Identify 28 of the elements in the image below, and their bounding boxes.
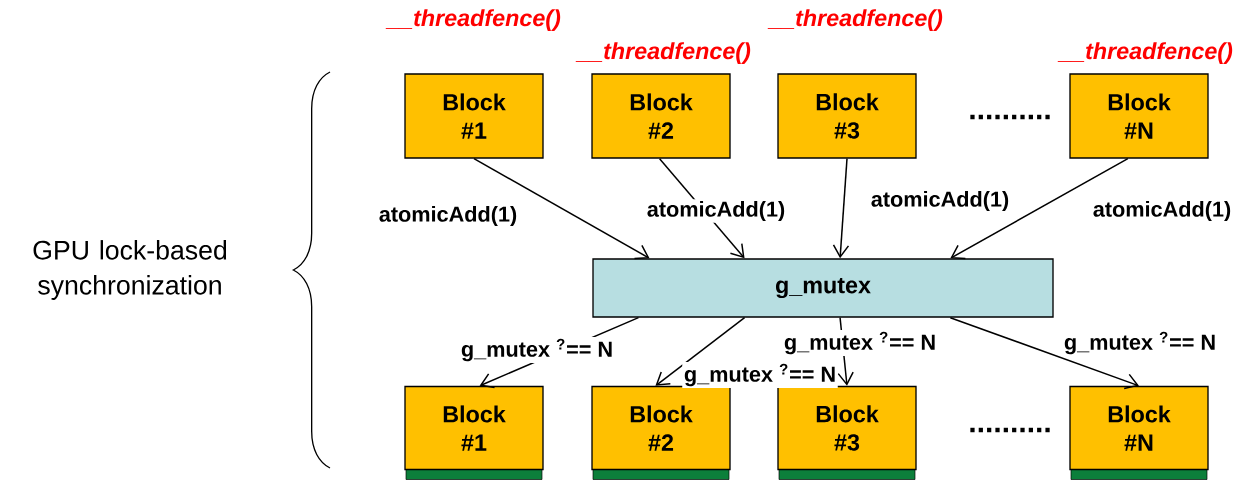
arrow bbox=[655, 316, 746, 386]
edge-label: atomicAdd(1) bbox=[1091, 199, 1233, 223]
mutex-box: g_mutex bbox=[592, 258, 1054, 318]
edge-label: atomicAdd(1) bbox=[869, 189, 1011, 213]
block-box: Block #1 bbox=[404, 385, 544, 480]
arrow bbox=[473, 157, 650, 260]
bracket-label: GPU lock-based synchronization bbox=[33, 240, 227, 300]
edge-label: g_mutex $^{?}$== N bbox=[782, 330, 938, 356]
code-label: __threadfence() bbox=[1057, 42, 1233, 64]
ellipsis: .......... bbox=[970, 114, 1050, 120]
ellipsis: .......... bbox=[970, 427, 1050, 433]
edge-label: g_mutex $^{?}$== N bbox=[682, 362, 838, 388]
arrow bbox=[832, 157, 850, 259]
edge-label: atomicAdd(1) bbox=[377, 204, 519, 228]
edge-label: g_mutex $^{?}$== N bbox=[459, 337, 615, 363]
arrow bbox=[949, 316, 1139, 390]
block-box: Block #3 bbox=[777, 73, 917, 159]
edge-label: g_mutex $^{?}$== N bbox=[1062, 330, 1218, 356]
block-box: Block #1 bbox=[404, 73, 544, 159]
edge-label: atomicAdd(1) bbox=[645, 199, 787, 223]
code-label: __threadfence() bbox=[767, 9, 943, 31]
block-box: Block #N bbox=[1069, 385, 1209, 480]
block-box: Block #3 bbox=[777, 385, 917, 480]
arrow bbox=[950, 157, 1129, 260]
code-label: __threadfence() bbox=[575, 42, 751, 64]
block-box: Block #2 bbox=[591, 73, 731, 159]
code-label: __threadfence() bbox=[385, 9, 561, 31]
block-box: Block #N bbox=[1069, 73, 1209, 159]
